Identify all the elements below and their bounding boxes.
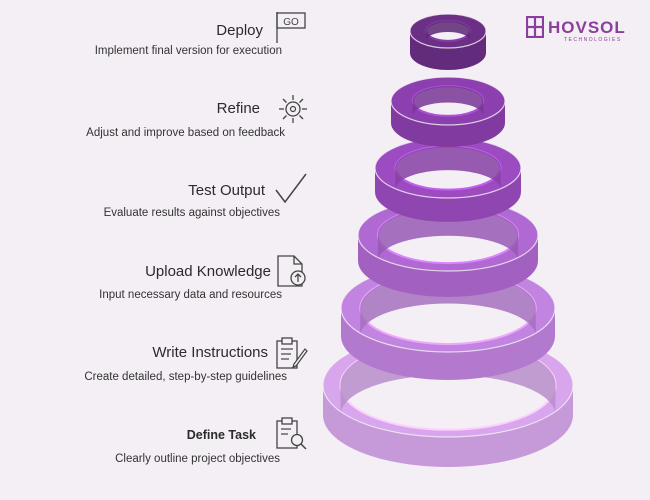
step-title: Deploy bbox=[216, 22, 263, 39]
ring-6 bbox=[409, 13, 487, 70]
step-title: Test Output bbox=[188, 182, 265, 199]
step-test-output: Test Output Evaluate results against obj… bbox=[0, 172, 320, 234]
clipboard-search-icon bbox=[274, 416, 308, 450]
step-title: Write Instructions bbox=[152, 344, 268, 361]
upload-file-icon bbox=[274, 254, 308, 288]
gear-icon bbox=[276, 92, 310, 126]
ring-4 bbox=[374, 137, 522, 222]
go-flag-label: GO bbox=[283, 17, 299, 28]
step-define-task: Define Task Clearly outline project obje… bbox=[0, 416, 320, 476]
step-upload-knowledge: Upload Knowledge Input necessary data an… bbox=[0, 254, 320, 316]
step-description: Create detailed, step-by-step guidelines bbox=[84, 371, 287, 383]
step-description: Clearly outline project objectives bbox=[115, 453, 280, 465]
clipboard-pen-icon bbox=[274, 336, 308, 370]
checkmark-icon bbox=[274, 172, 308, 206]
step-deploy: Deploy Implement final version for execu… bbox=[0, 10, 320, 70]
step-description: Input necessary data and resources bbox=[99, 289, 282, 301]
step-refine: Refine Adjust and improve based on feedb… bbox=[0, 92, 320, 152]
step-title: Define Task bbox=[186, 428, 256, 442]
step-title: Refine bbox=[216, 100, 260, 117]
go-flag-icon: GO bbox=[274, 10, 308, 44]
step-write-instructions: Write Instructions Create detailed, step… bbox=[0, 336, 320, 396]
step-title: Upload Knowledge bbox=[145, 263, 271, 280]
logo-mark-icon bbox=[525, 15, 545, 39]
step-description: Implement final version for execution bbox=[94, 45, 282, 57]
ring-3 bbox=[357, 198, 539, 297]
hovsol-logo: HOVSOL TECHNOLOGIES bbox=[525, 15, 625, 43]
ring-5 bbox=[390, 76, 506, 147]
logo-subtitle: TECHNOLOGIES bbox=[564, 37, 622, 43]
step-description: Evaluate results against objectives bbox=[103, 207, 280, 219]
logo-name: HOVSOL bbox=[548, 18, 626, 37]
step-description: Adjust and improve based on feedback bbox=[86, 127, 285, 139]
